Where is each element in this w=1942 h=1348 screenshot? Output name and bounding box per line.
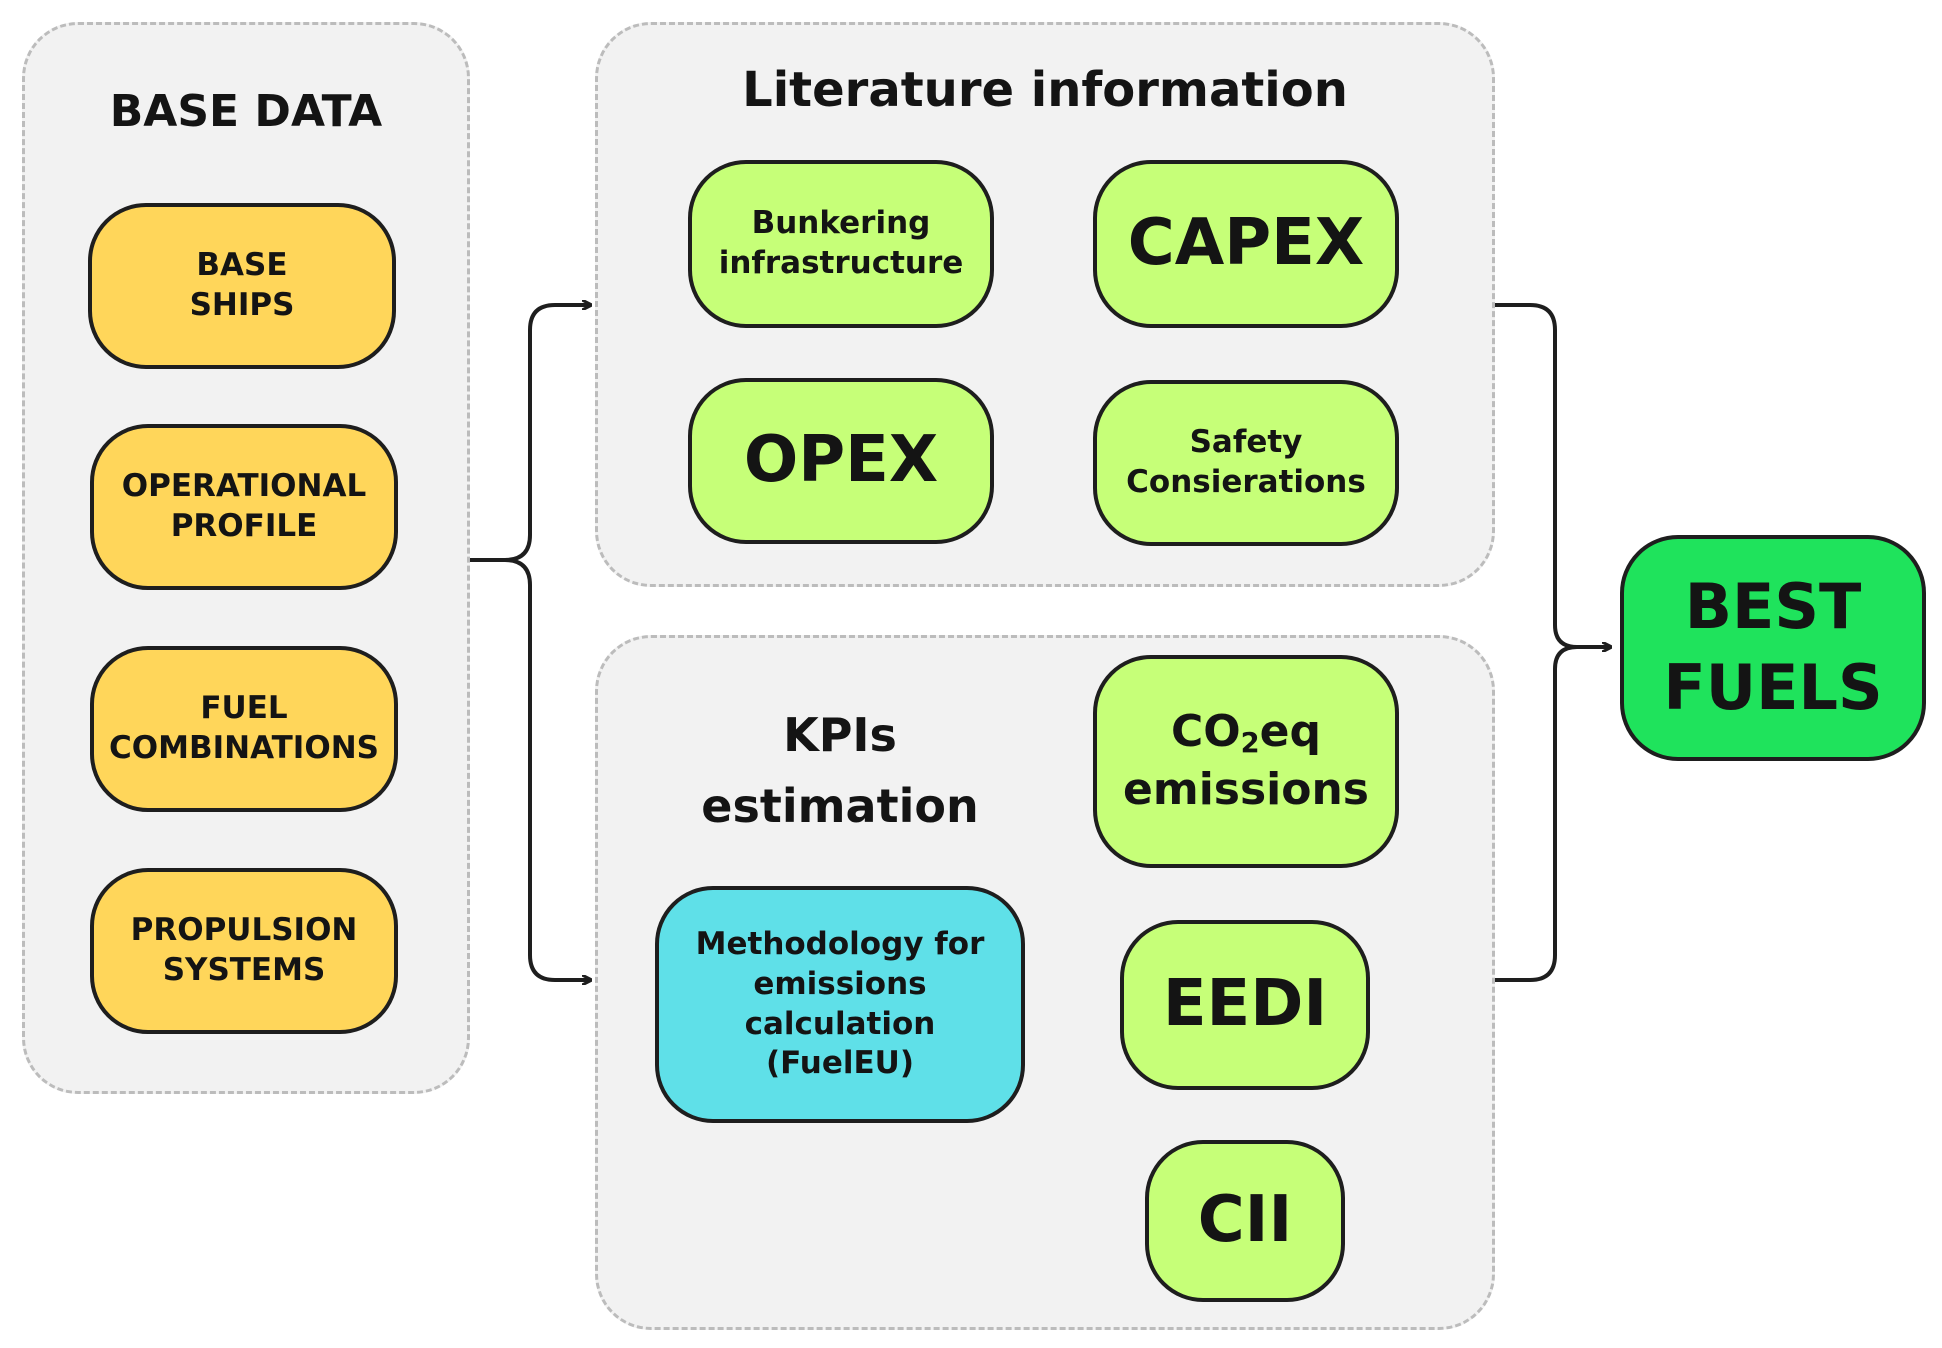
co2eq-line2: emissions: [1123, 764, 1369, 816]
literature-title: Literature information: [742, 62, 1348, 118]
fuel-combinations-line2: COMBINATIONS: [109, 730, 379, 766]
fuel-combinations-line1: FUEL: [200, 690, 288, 727]
best-fuels-line1: BEST: [1684, 570, 1862, 644]
co2eq-emissions-box: CO2eq emissions: [1093, 655, 1399, 868]
best-fuels-line2: FUELS: [1663, 651, 1883, 724]
operational-profile-line2: PROFILE: [170, 508, 318, 544]
base-data-title: BASE DATA: [109, 86, 383, 137]
opex-label: OPEX: [743, 423, 939, 498]
methodology-line2: emissions: [753, 965, 927, 1002]
kpis-title: KPIs estimation: [690, 700, 990, 843]
cii-label: CII: [1197, 1183, 1293, 1258]
cii-box: CII: [1145, 1140, 1345, 1302]
co2-prefix: CO: [1170, 706, 1241, 758]
co2-subscript: 2: [1240, 728, 1260, 760]
propulsion-systems-line1: PROPULSION: [130, 912, 358, 949]
eedi-label: EEDI: [1162, 967, 1328, 1042]
eedi-box: EEDI: [1120, 920, 1370, 1090]
propulsion-systems-line2: SYSTEMS: [162, 952, 326, 988]
safety-line2: Consierations: [1126, 464, 1366, 500]
co2eq-line1: CO2eq: [1123, 704, 1369, 762]
base-ships-line2: SHIPS: [189, 287, 295, 323]
capex-label: CAPEX: [1127, 206, 1365, 281]
kpis-title-line1: KPIs: [783, 708, 897, 762]
co2-suffix: eq: [1259, 706, 1321, 758]
methodology-line1: Methodology for: [695, 926, 985, 963]
safety-line1: Safety: [1189, 424, 1303, 461]
kpis-title-line2: estimation: [701, 779, 979, 834]
operational-profile-line1: OPERATIONAL: [121, 468, 367, 505]
bunkering-line2: infrastructure: [718, 245, 964, 281]
bunkering-line1: Bunkering: [751, 205, 931, 242]
methodology-line3: calculation: [744, 1005, 936, 1042]
base-to-sections-connector: [470, 305, 590, 980]
methodology-line4: (FuelEU): [765, 1045, 915, 1082]
base-ships-line1: BASE: [196, 247, 288, 284]
opex-box: OPEX: [688, 378, 994, 544]
capex-box: CAPEX: [1093, 160, 1399, 328]
sections-to-result-connector: [1495, 303, 1610, 982]
